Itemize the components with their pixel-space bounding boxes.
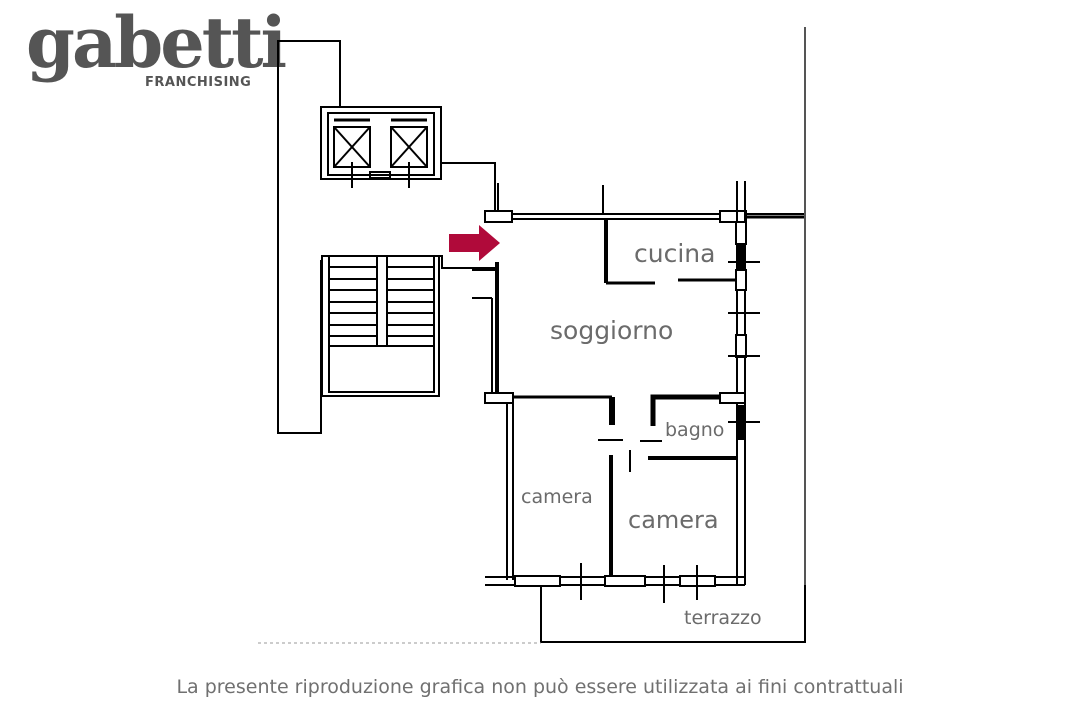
room-label-cucina: cucina — [634, 239, 716, 268]
gabetti-logo: gabetti FRANCHISING — [26, 8, 287, 108]
building-outline — [258, 27, 806, 644]
room-label-bagno: bagno — [665, 419, 725, 441]
logo-wordmark: gabetti — [26, 1, 287, 84]
staircase — [321, 255, 495, 397]
room-label-terrazzo: terrazzo — [684, 607, 762, 629]
elevator-shaft — [320, 106, 442, 180]
logo-subtitle: FRANCHISING — [145, 75, 252, 90]
room-label-camera-2: camera — [628, 506, 719, 534]
entrance-arrow-icon — [449, 225, 500, 261]
disclaimer-text: La presente riproduzione grafica non può… — [176, 676, 904, 698]
room-label-soggiorno: soggiorno — [550, 316, 674, 345]
room-label-camera-1: camera — [521, 486, 593, 508]
